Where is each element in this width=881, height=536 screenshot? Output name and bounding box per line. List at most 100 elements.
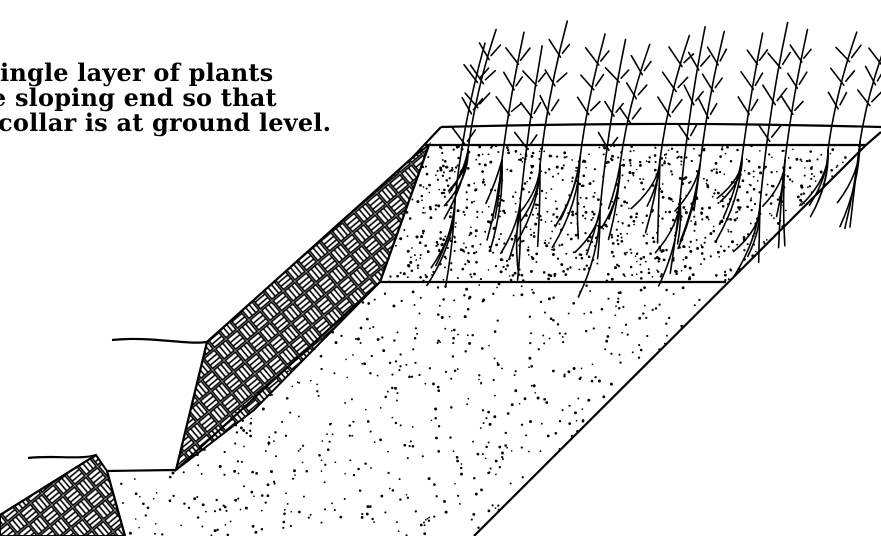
soil-dot: [541, 190, 543, 192]
soil-dot: [449, 215, 452, 218]
fill-dot: [577, 398, 579, 400]
fill-dot: [316, 383, 318, 385]
fill-dot: [665, 289, 668, 292]
soil-dot: [753, 170, 755, 172]
soil-dot: [533, 235, 536, 238]
lower-bench-line: [28, 455, 96, 458]
fill-dot: [425, 519, 427, 521]
fill-dot: [614, 314, 616, 316]
plant-twig: [586, 48, 599, 65]
plant-twig: [738, 97, 749, 114]
soil-dot: [506, 146, 509, 149]
soil-dot: [505, 268, 507, 270]
soil-dot: [792, 148, 794, 150]
fill-dot: [557, 323, 559, 325]
soil-dot: [683, 177, 686, 180]
soil-dot: [419, 257, 421, 259]
fill-dot: [392, 489, 395, 492]
soil-dot: [680, 156, 683, 159]
soil-dot: [562, 179, 564, 181]
soil-dot: [629, 150, 631, 152]
soil-dot: [575, 234, 578, 237]
fill-dot: [393, 339, 395, 341]
fill-dot: [625, 324, 627, 326]
soil-dot: [466, 199, 468, 201]
fill-dot: [197, 516, 200, 519]
soil-dot: [510, 169, 513, 172]
soil-dot: [830, 169, 833, 172]
fill-dot: [480, 489, 483, 492]
soil-dot: [435, 208, 437, 210]
fill-dot: [437, 313, 440, 316]
soil-dot: [587, 240, 590, 243]
soil-dot: [701, 218, 703, 220]
soil-dot: [555, 200, 557, 202]
soil-dot: [400, 272, 402, 274]
soil-dot: [657, 271, 659, 273]
fill-dot: [294, 474, 296, 476]
fill-dot: [619, 361, 621, 363]
fill-dot: [398, 530, 400, 532]
fill-dot: [355, 338, 357, 340]
fill-dot: [468, 398, 470, 400]
soil-dot: [665, 211, 667, 213]
fill-dot: [142, 502, 145, 505]
soil-dot: [407, 235, 409, 237]
fill-dot: [444, 328, 446, 330]
soil-dot: [789, 166, 792, 169]
fill-dot: [302, 445, 304, 447]
fill-dot: [363, 362, 366, 365]
fill-dot: [267, 494, 270, 497]
soil-dot: [629, 159, 632, 162]
plant-twig: [872, 92, 881, 102]
fill-dot: [655, 307, 657, 309]
soil-dot: [787, 175, 789, 177]
soil-dot: [536, 217, 538, 219]
soil-dot: [695, 221, 697, 223]
soil-dot: [714, 189, 716, 191]
soil-dot: [608, 162, 610, 164]
fill-dot: [139, 496, 141, 498]
soil-dot: [556, 216, 559, 219]
soil-dot: [409, 217, 412, 220]
soil-dot: [552, 176, 554, 178]
fill-dot: [377, 375, 379, 377]
soil-dot: [693, 148, 695, 150]
plant-twig: [783, 53, 790, 65]
soil-dot: [597, 198, 600, 201]
fill-dot: [205, 511, 207, 513]
soil-dot: [589, 182, 592, 185]
soil-dot: [560, 263, 563, 266]
soil-dot: [466, 206, 469, 209]
soil-dot: [586, 264, 588, 266]
plant-stem: [785, 30, 807, 160]
fill-dot: [156, 492, 158, 494]
soil-dot: [800, 184, 803, 187]
soil-dot: [724, 274, 727, 277]
fill-dot: [590, 311, 592, 313]
fill-dot: [433, 515, 435, 517]
soil-dot: [736, 211, 738, 213]
fill-dot: [464, 315, 467, 318]
soil-dot: [556, 166, 559, 169]
soil-dot: [410, 256, 412, 258]
fill-dot: [435, 437, 438, 440]
soil-dot: [447, 247, 449, 249]
fill-dot: [511, 450, 513, 452]
fill-dot: [452, 337, 455, 340]
soil-dot: [531, 166, 533, 168]
soil-dot: [668, 149, 670, 151]
fill-dot: [480, 383, 482, 385]
plant-twig: [846, 71, 855, 81]
plant-twig: [504, 72, 514, 89]
soil-dot: [551, 220, 553, 222]
soil-dot: [591, 211, 593, 213]
fill-dot: [437, 342, 439, 344]
soil-dot: [475, 188, 478, 191]
soil-dot: [646, 214, 648, 216]
fill-dot: [147, 506, 150, 509]
fill-dot: [230, 520, 232, 522]
fill-dot: [562, 341, 564, 343]
soil-dot: [617, 235, 619, 237]
soil-dot: [442, 243, 444, 245]
